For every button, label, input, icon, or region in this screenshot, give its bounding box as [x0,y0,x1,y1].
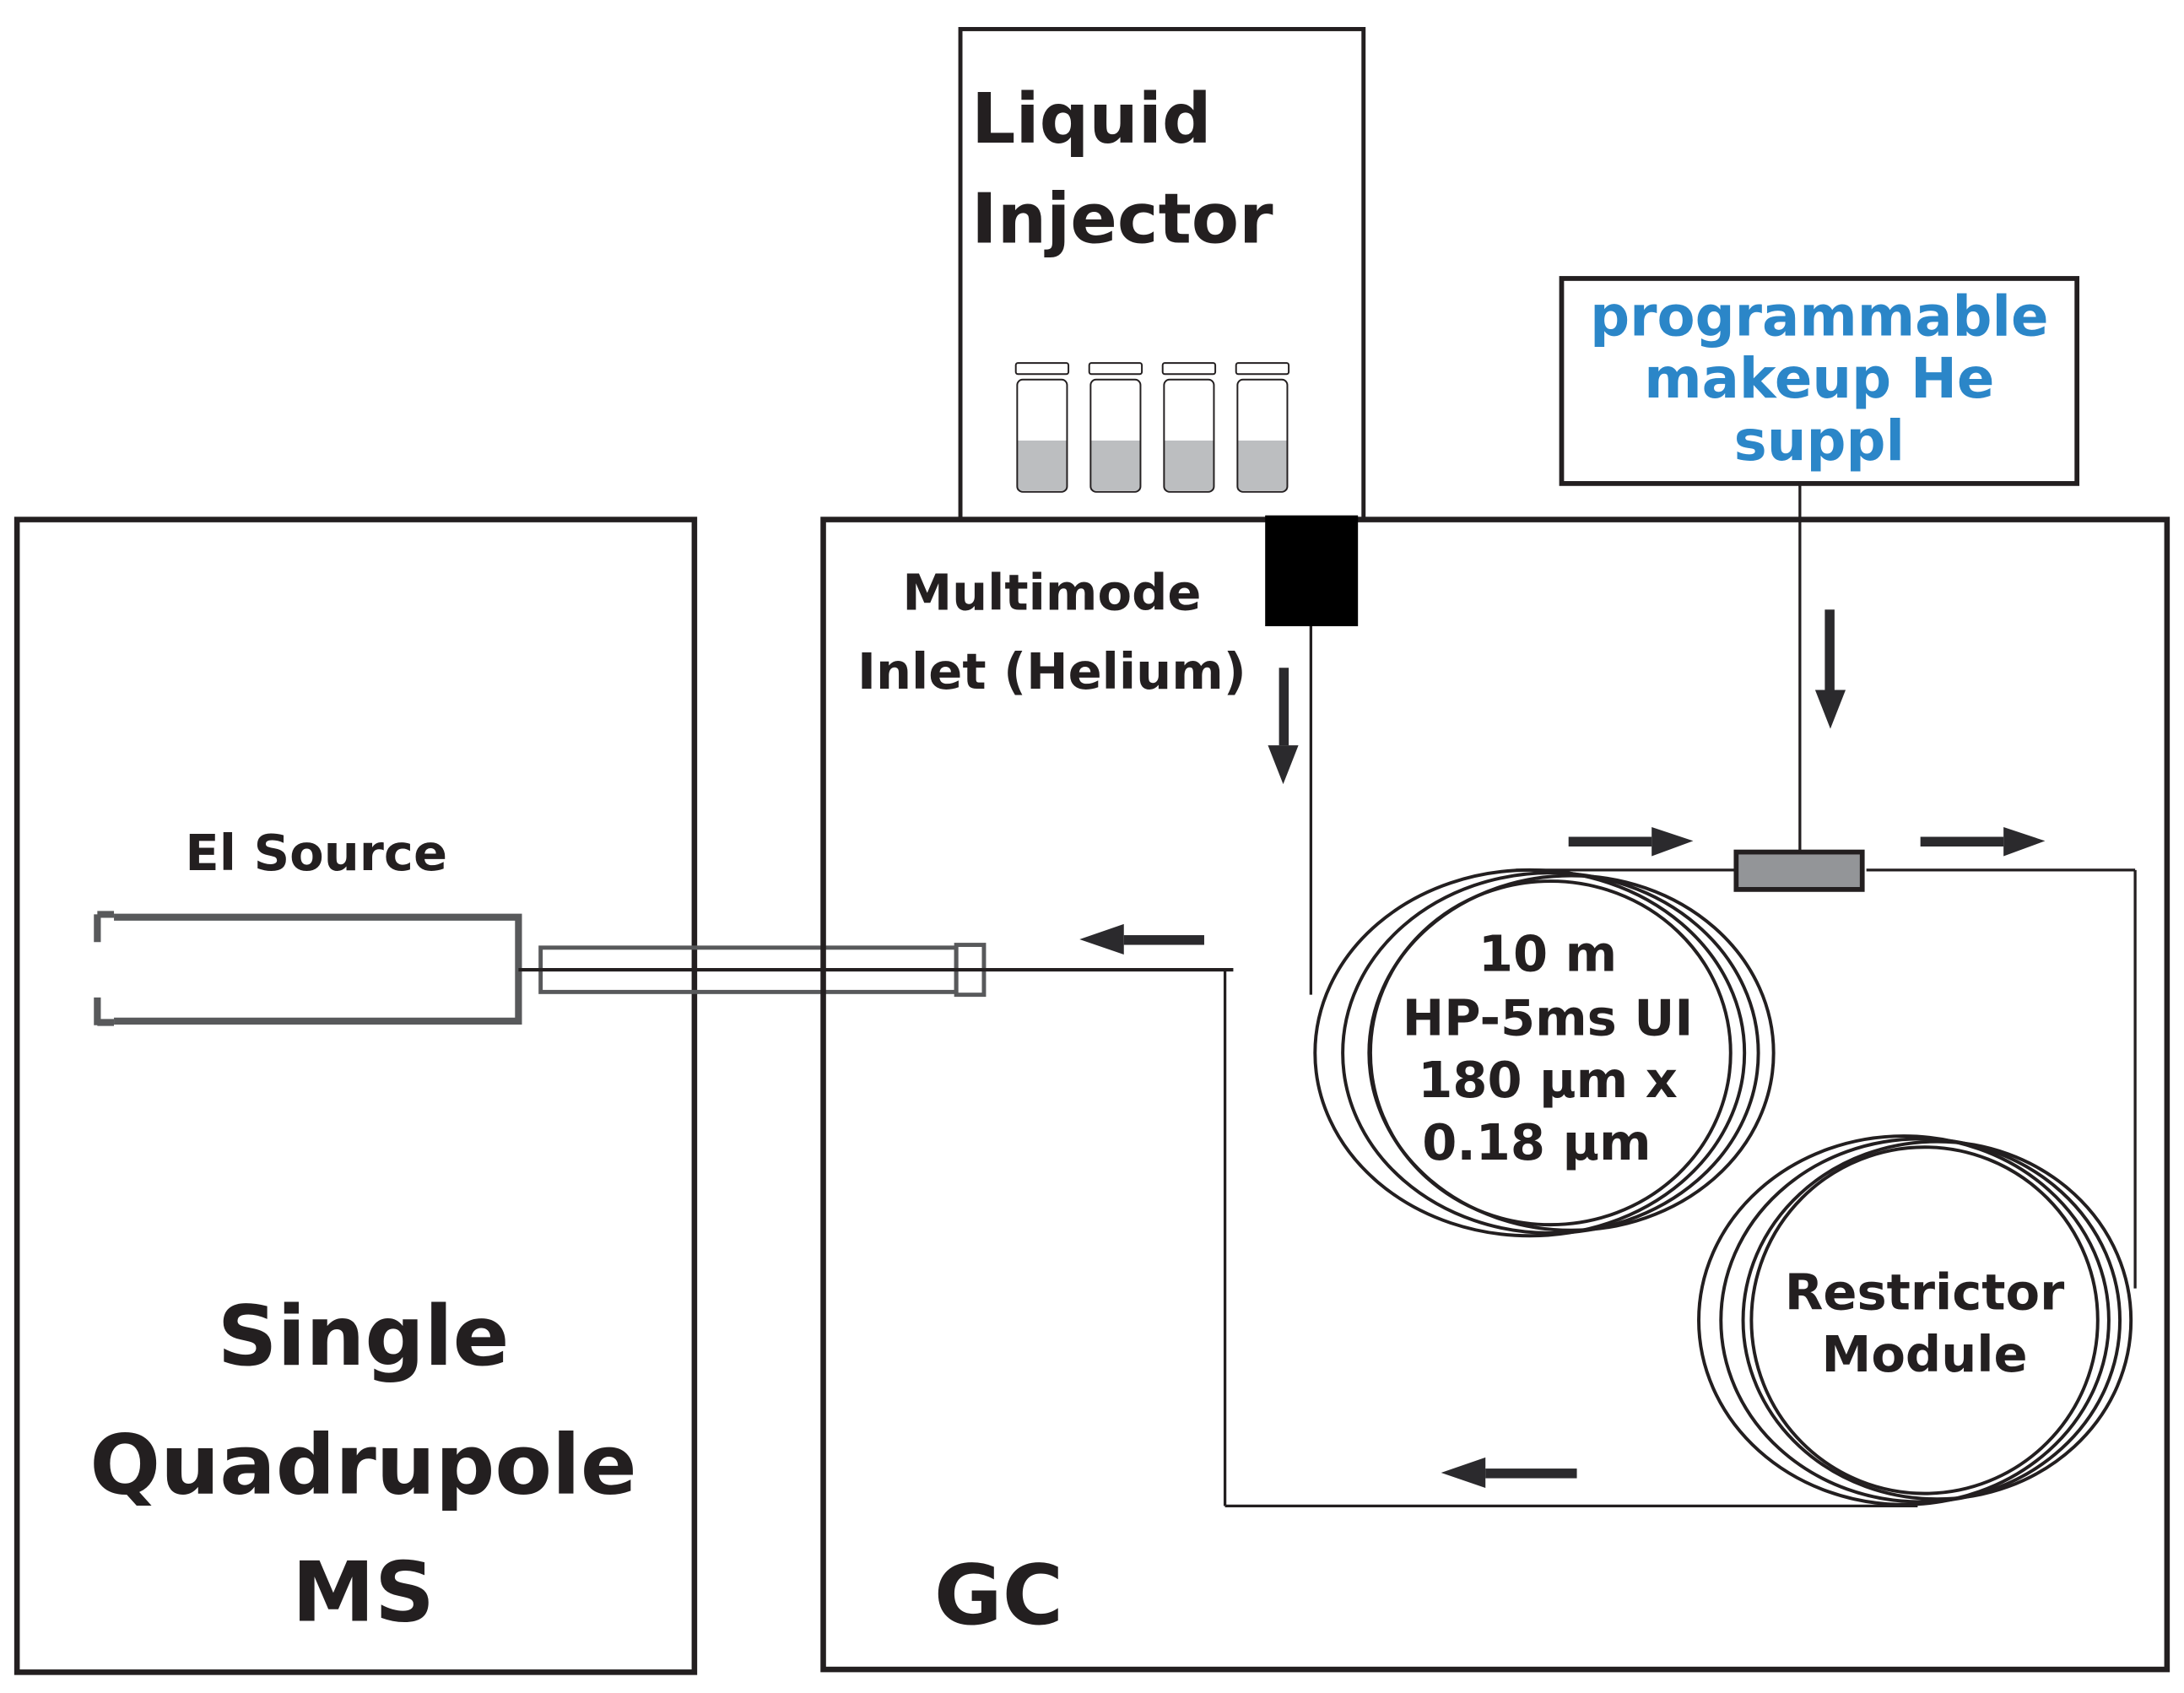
injector-title-line-1: Liquid [971,79,1211,160]
multimode-inlet [1265,515,1359,626]
injector-title-line-2: Injector [971,179,1273,259]
vial-icon [1014,362,1070,493]
makeup-line-1: programmable [1590,284,2048,349]
column-line-3: 180 µm x [1418,1051,1678,1109]
column-line-4: 0.18 µm [1422,1113,1651,1171]
ms-box [14,517,698,1675]
makeup-box [1559,276,2080,486]
transfer-line [518,943,1234,998]
ms-title-line-1: Single [218,1289,510,1385]
vials [1014,362,1290,493]
gc-title: GC [934,1548,1063,1644]
ei-source-icon [94,911,522,1026]
inlet-label-line-1: Multimode [902,563,1201,621]
arrow-right-icon [1568,827,1694,857]
column-line-2: HP-5ms UI [1403,988,1694,1047]
arrow-down-icon [1268,668,1299,785]
inlet-label-line-2: Inlet (Helium) [857,642,1246,700]
arrow-down-icon [1814,609,1846,729]
arrow-left-icon [1441,1457,1577,1489]
ei-source-label: El Source [185,824,447,882]
vial-icon [1088,362,1143,493]
column-line-1: 10 m [1479,925,1617,983]
junction-tee [1733,849,1865,892]
restrictor-line-1: Restrictor [1785,1263,2064,1321]
column-coil [1313,868,1776,1238]
ms-title-line-3: MS [292,1545,435,1642]
arrow-left-icon [1079,923,1204,955]
arrow-right-icon [1920,827,2046,857]
gc-box [820,517,2170,1673]
vial-icon [1235,362,1290,493]
makeup-line-2: makeup He [1644,347,1994,411]
vial-icon [1161,362,1217,493]
restrictor-line-2: Module [1822,1325,2028,1383]
ms-title-line-2: Quadrupole [89,1418,636,1514]
restrictor-coil [1697,1134,2133,1506]
makeup-line-3: suppl [1734,409,1905,473]
